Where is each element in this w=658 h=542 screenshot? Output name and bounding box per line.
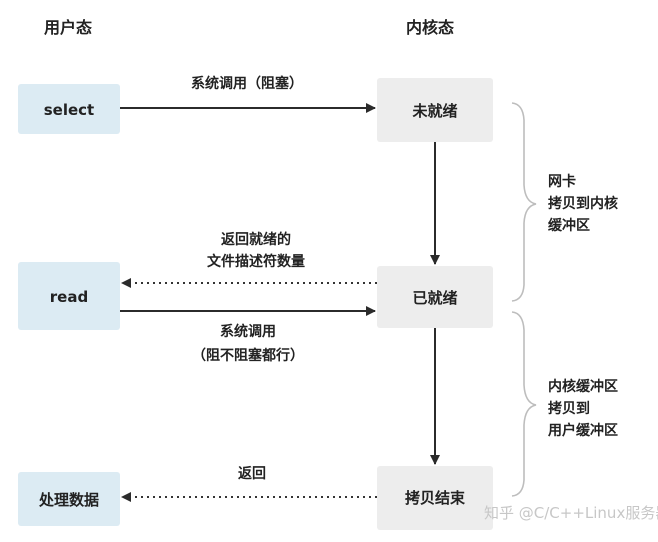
ready-box xyxy=(377,266,493,328)
copy-done-box-label: 拷贝结束 xyxy=(405,489,466,507)
process-data-box xyxy=(18,472,120,526)
return-label: 返回 xyxy=(238,465,266,482)
return-ready-fds-label-line1: 返回就绪的 xyxy=(221,231,291,248)
read-call-label-line1: 系统调用 xyxy=(220,323,276,340)
kernel-space-header: 内核态 xyxy=(406,18,454,37)
nic-copy-note-line2: 拷贝到内核 xyxy=(548,195,618,212)
kernel-copy-brace xyxy=(511,311,537,497)
process-data-box-label: 处理数据 xyxy=(38,491,99,509)
kernel-copy-note-line3: 用户缓冲区 xyxy=(548,422,618,439)
read-box-label: read xyxy=(50,288,88,306)
read-box xyxy=(18,262,120,330)
read-call-label-line2: （阻不阻塞都行） xyxy=(192,347,304,364)
nic-copy-brace xyxy=(511,102,537,302)
ready-box-label: 已就绪 xyxy=(412,289,457,307)
user-space-header: 用户态 xyxy=(44,18,92,37)
nic-copy-note-line3: 缓冲区 xyxy=(548,217,590,234)
select-box-label: select xyxy=(44,101,94,119)
kernel-copy-note-line1: 内核缓冲区 xyxy=(548,378,618,395)
nic-copy-note-line1: 网卡 xyxy=(548,173,576,190)
kernel-copy-note-line2: 拷贝到 xyxy=(548,400,590,417)
copy-done-box xyxy=(377,466,493,530)
watermark: 知乎 @C/C++Linux服务器开发 xyxy=(484,504,658,522)
not-ready-box-label: 未就绪 xyxy=(411,102,457,120)
select-box xyxy=(18,84,120,134)
select-call-label: 系统调用（阻塞） xyxy=(191,75,303,92)
return-ready-fds-label-line2: 文件描述符数量 xyxy=(207,253,305,270)
not-ready-box xyxy=(377,78,493,142)
